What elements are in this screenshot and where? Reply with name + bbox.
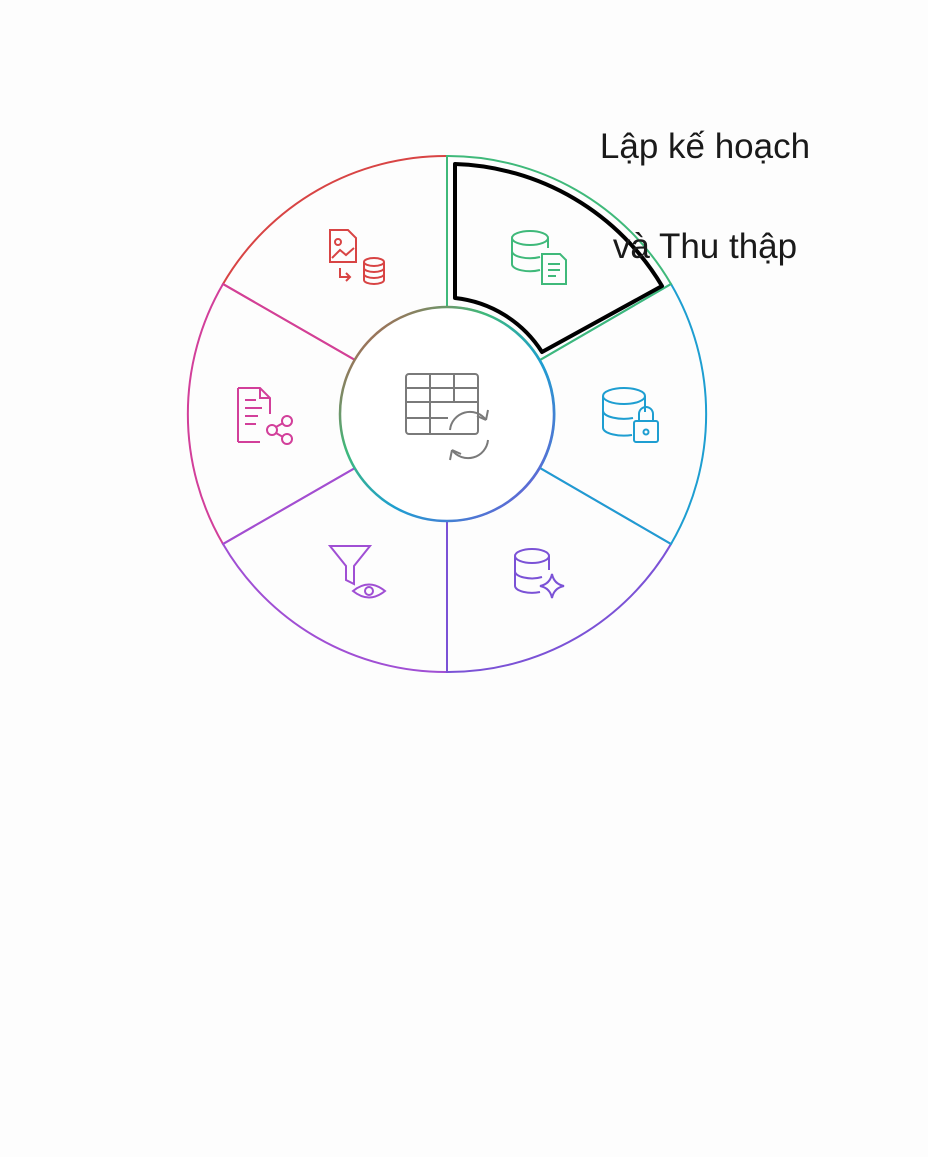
- database-sparkle-icon: [514, 548, 565, 599]
- table-sync-icon: [405, 373, 489, 461]
- segment-label-line-1: Lập kế hoạch: [599, 127, 811, 166]
- segment-sharing[interactable]: [186, 282, 357, 546]
- database-lock-icon: [602, 387, 659, 443]
- image-to-database-icon: [329, 229, 385, 285]
- segment-security[interactable]: [538, 282, 708, 546]
- document-share-icon: [237, 387, 293, 445]
- database-document-icon: [511, 230, 567, 285]
- hub-circle: [338, 305, 556, 523]
- segment-label: Lập kế hoạch và Thu thập: [560, 72, 850, 322]
- segment-label-line-2: và Thu thập: [612, 227, 798, 266]
- segment-planning-highlight: [453, 162, 664, 354]
- filter-eye-icon: [327, 545, 387, 599]
